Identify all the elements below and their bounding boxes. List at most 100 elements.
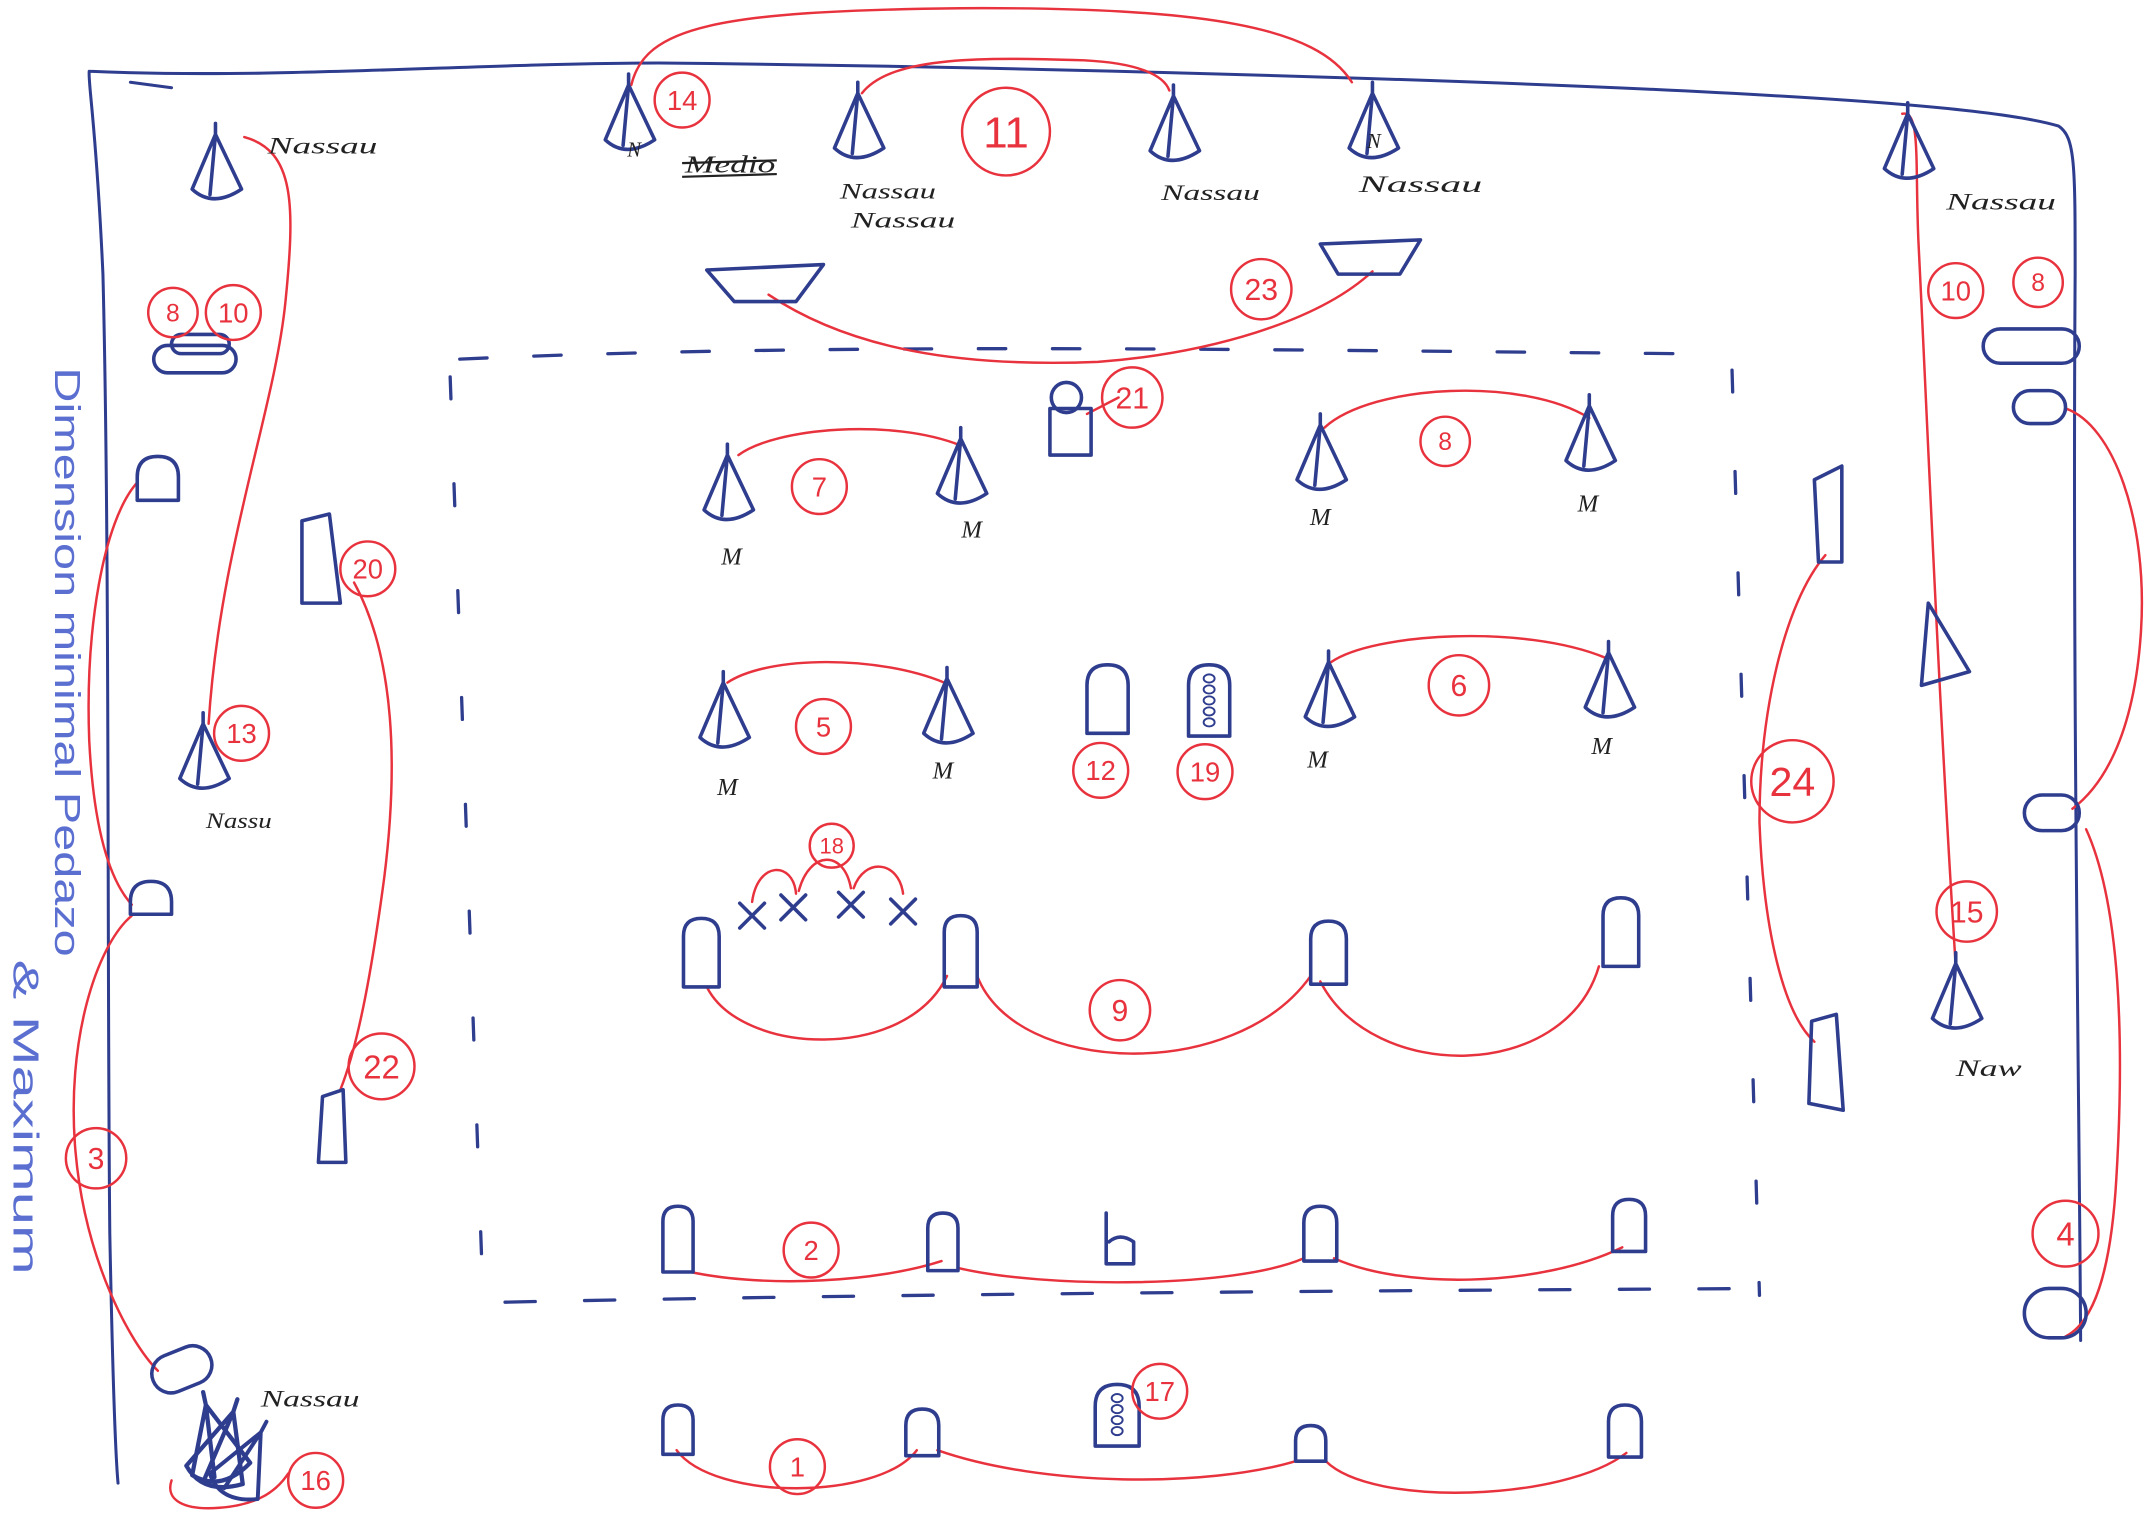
- label-m-row2-2: M: [932, 758, 955, 785]
- circuit-number-label: 3: [88, 1143, 105, 1176]
- circuit-8-wire: [1324, 391, 1589, 428]
- inner-area-bottom-dashed: [505, 1288, 1770, 1302]
- circuit-number-label: 20: [353, 554, 384, 585]
- circuit-marker: 21: [1102, 367, 1162, 427]
- circuit-6-wire: [1331, 636, 1605, 662]
- circuit-number-label: 15: [1950, 896, 1984, 929]
- circuit-marker: 14: [655, 73, 710, 128]
- fixture-17-dot: [1112, 1427, 1123, 1435]
- arch-fixture-row1-2: [906, 1409, 939, 1456]
- circuit-number-label: 16: [300, 1465, 331, 1496]
- circuit-marker: 8: [2013, 258, 2062, 307]
- circuit-marker: 1: [770, 1439, 825, 1494]
- circuit-number-label: 8: [1438, 429, 1452, 456]
- circuit-marker: 8: [1420, 417, 1469, 466]
- x-mark-fixture: [891, 899, 916, 924]
- circuit-marker: 10: [1928, 263, 1983, 318]
- circuit-number-label: 10: [1940, 275, 1971, 306]
- circuit-number-label: 9: [1112, 995, 1129, 1028]
- circuit-number-label: 14: [667, 85, 698, 116]
- circuit-15-wire: [1902, 114, 1956, 967]
- circuit-marker: 5: [796, 699, 851, 754]
- label-nassau-top-right-corner: Nassau: [1945, 190, 2056, 216]
- label-naw-right-middle: Naw: [1954, 1056, 2022, 1082]
- wall-light-left-upper: [137, 456, 178, 500]
- arch-fixture-row9-3: [1311, 921, 1347, 984]
- circuit-number-label: 11: [983, 108, 1029, 157]
- label-m-row2-3: M: [1306, 747, 1329, 774]
- scribbled-fixture-right: [1921, 603, 1969, 685]
- circuit-marker: 17: [1132, 1364, 1187, 1419]
- arch-fixture-row9-2: [944, 916, 977, 987]
- circuit-number-label: 19: [1190, 757, 1221, 788]
- trapezoid-light-top-left: [707, 265, 824, 302]
- pendant-lamp-top-left-corner: [192, 123, 241, 198]
- label-nassau-top-left-corner: Nassau: [266, 134, 377, 160]
- x-mark-fixture: [781, 895, 806, 920]
- circuit-marker: 20: [340, 541, 395, 596]
- wall-light-right-middle: [2024, 795, 2079, 831]
- circuit-marker: 22: [349, 1034, 415, 1100]
- arch-fixture-row2-2: [928, 1213, 958, 1271]
- cylinder-light-right: [1983, 329, 2079, 363]
- wall-light-right-upper: [2013, 391, 2065, 424]
- circuit-marker: 19: [1178, 744, 1233, 799]
- label-nassau-top-second-a: Nassau: [838, 179, 936, 204]
- label-m-row1-2: M: [960, 516, 983, 543]
- circuit-marker: 23: [1231, 259, 1291, 319]
- pendant-lamp-top-third: [1150, 85, 1199, 160]
- fixture-19-dot: [1204, 685, 1215, 693]
- fixture-19-dot: [1204, 674, 1215, 682]
- inner-area-top-dashed: [460, 349, 1677, 359]
- label-nassau-top-fourth: Nassau: [1357, 172, 1482, 198]
- label-nassau-top-third: Nassau: [1160, 180, 1260, 205]
- arch-fixture-row2-5: [1613, 1199, 1646, 1251]
- wall-light-left-lower: [130, 881, 171, 914]
- pendant-lamp-right-middle: [1932, 953, 1981, 1028]
- arch-fixture-row1-4: [1296, 1426, 1326, 1462]
- pendant-lamp-m-row1-1: [704, 444, 753, 519]
- inner-area-left-dashed: [450, 377, 483, 1299]
- side-note-line-2: & Maximum: [6, 959, 46, 1274]
- circuit-marker: 12: [1073, 743, 1128, 798]
- fixture-17-dot: [1112, 1416, 1123, 1424]
- circuit-number-label: 1: [790, 1452, 805, 1483]
- circuit-marker: 13: [214, 706, 269, 761]
- circuit-13-wire: [209, 137, 291, 724]
- fixture-labels: Nassau Medio Nassau Nassau Nassau Nassau…: [6, 131, 2056, 1412]
- pendant-lamp-m-row2-3: [1305, 651, 1354, 726]
- fixture-19-dot: [1204, 707, 1215, 715]
- circuit-marker: 16: [288, 1453, 343, 1508]
- arch-fixture-row2-3: [1106, 1213, 1133, 1264]
- circuit-number-label: 21: [1115, 382, 1149, 415]
- circuit-marker: 8: [148, 288, 197, 337]
- label-m-row1-3: M: [1309, 504, 1332, 531]
- label-m-row2-4: M: [1590, 733, 1613, 760]
- circuit-number-label: 22: [363, 1048, 400, 1085]
- inner-area-right-dashed: [1732, 370, 1759, 1295]
- center-fixture-19: [1189, 665, 1230, 736]
- fixture-17-dot: [1112, 1394, 1123, 1402]
- fixture-19-dot: [1204, 696, 1215, 704]
- label-m-row2-1: M: [716, 774, 739, 801]
- fixture-21-base: [1050, 408, 1091, 455]
- circuit-9-wire: [707, 966, 1599, 1055]
- circuit-number-label: 23: [1244, 274, 1278, 307]
- circuit-marker: 6: [1429, 655, 1489, 715]
- side-note-line-1: Dimension minimal Pedazo: [47, 367, 87, 956]
- arch-fixture-row1-5: [1609, 1405, 1642, 1457]
- pendant-lamp-top-second: [834, 82, 883, 157]
- circuit-number-label: 8: [166, 300, 180, 327]
- circuit-5-wire: [727, 662, 944, 683]
- x-mark-fixture: [839, 892, 864, 917]
- wall-washer-left-upper: [302, 514, 340, 603]
- circuit-number-label: 17: [1144, 1376, 1175, 1407]
- arch-fixture-row1-1: [663, 1405, 693, 1454]
- circuit-marker: 24: [1751, 740, 1833, 822]
- circuit-number-label: 24: [1770, 759, 1816, 805]
- circuit-number-label: 12: [1085, 755, 1116, 786]
- pendant-lamp-left-middle: [180, 713, 229, 788]
- circuit-20-22-wire: [340, 583, 391, 1090]
- circuit-marker: 7: [792, 459, 847, 514]
